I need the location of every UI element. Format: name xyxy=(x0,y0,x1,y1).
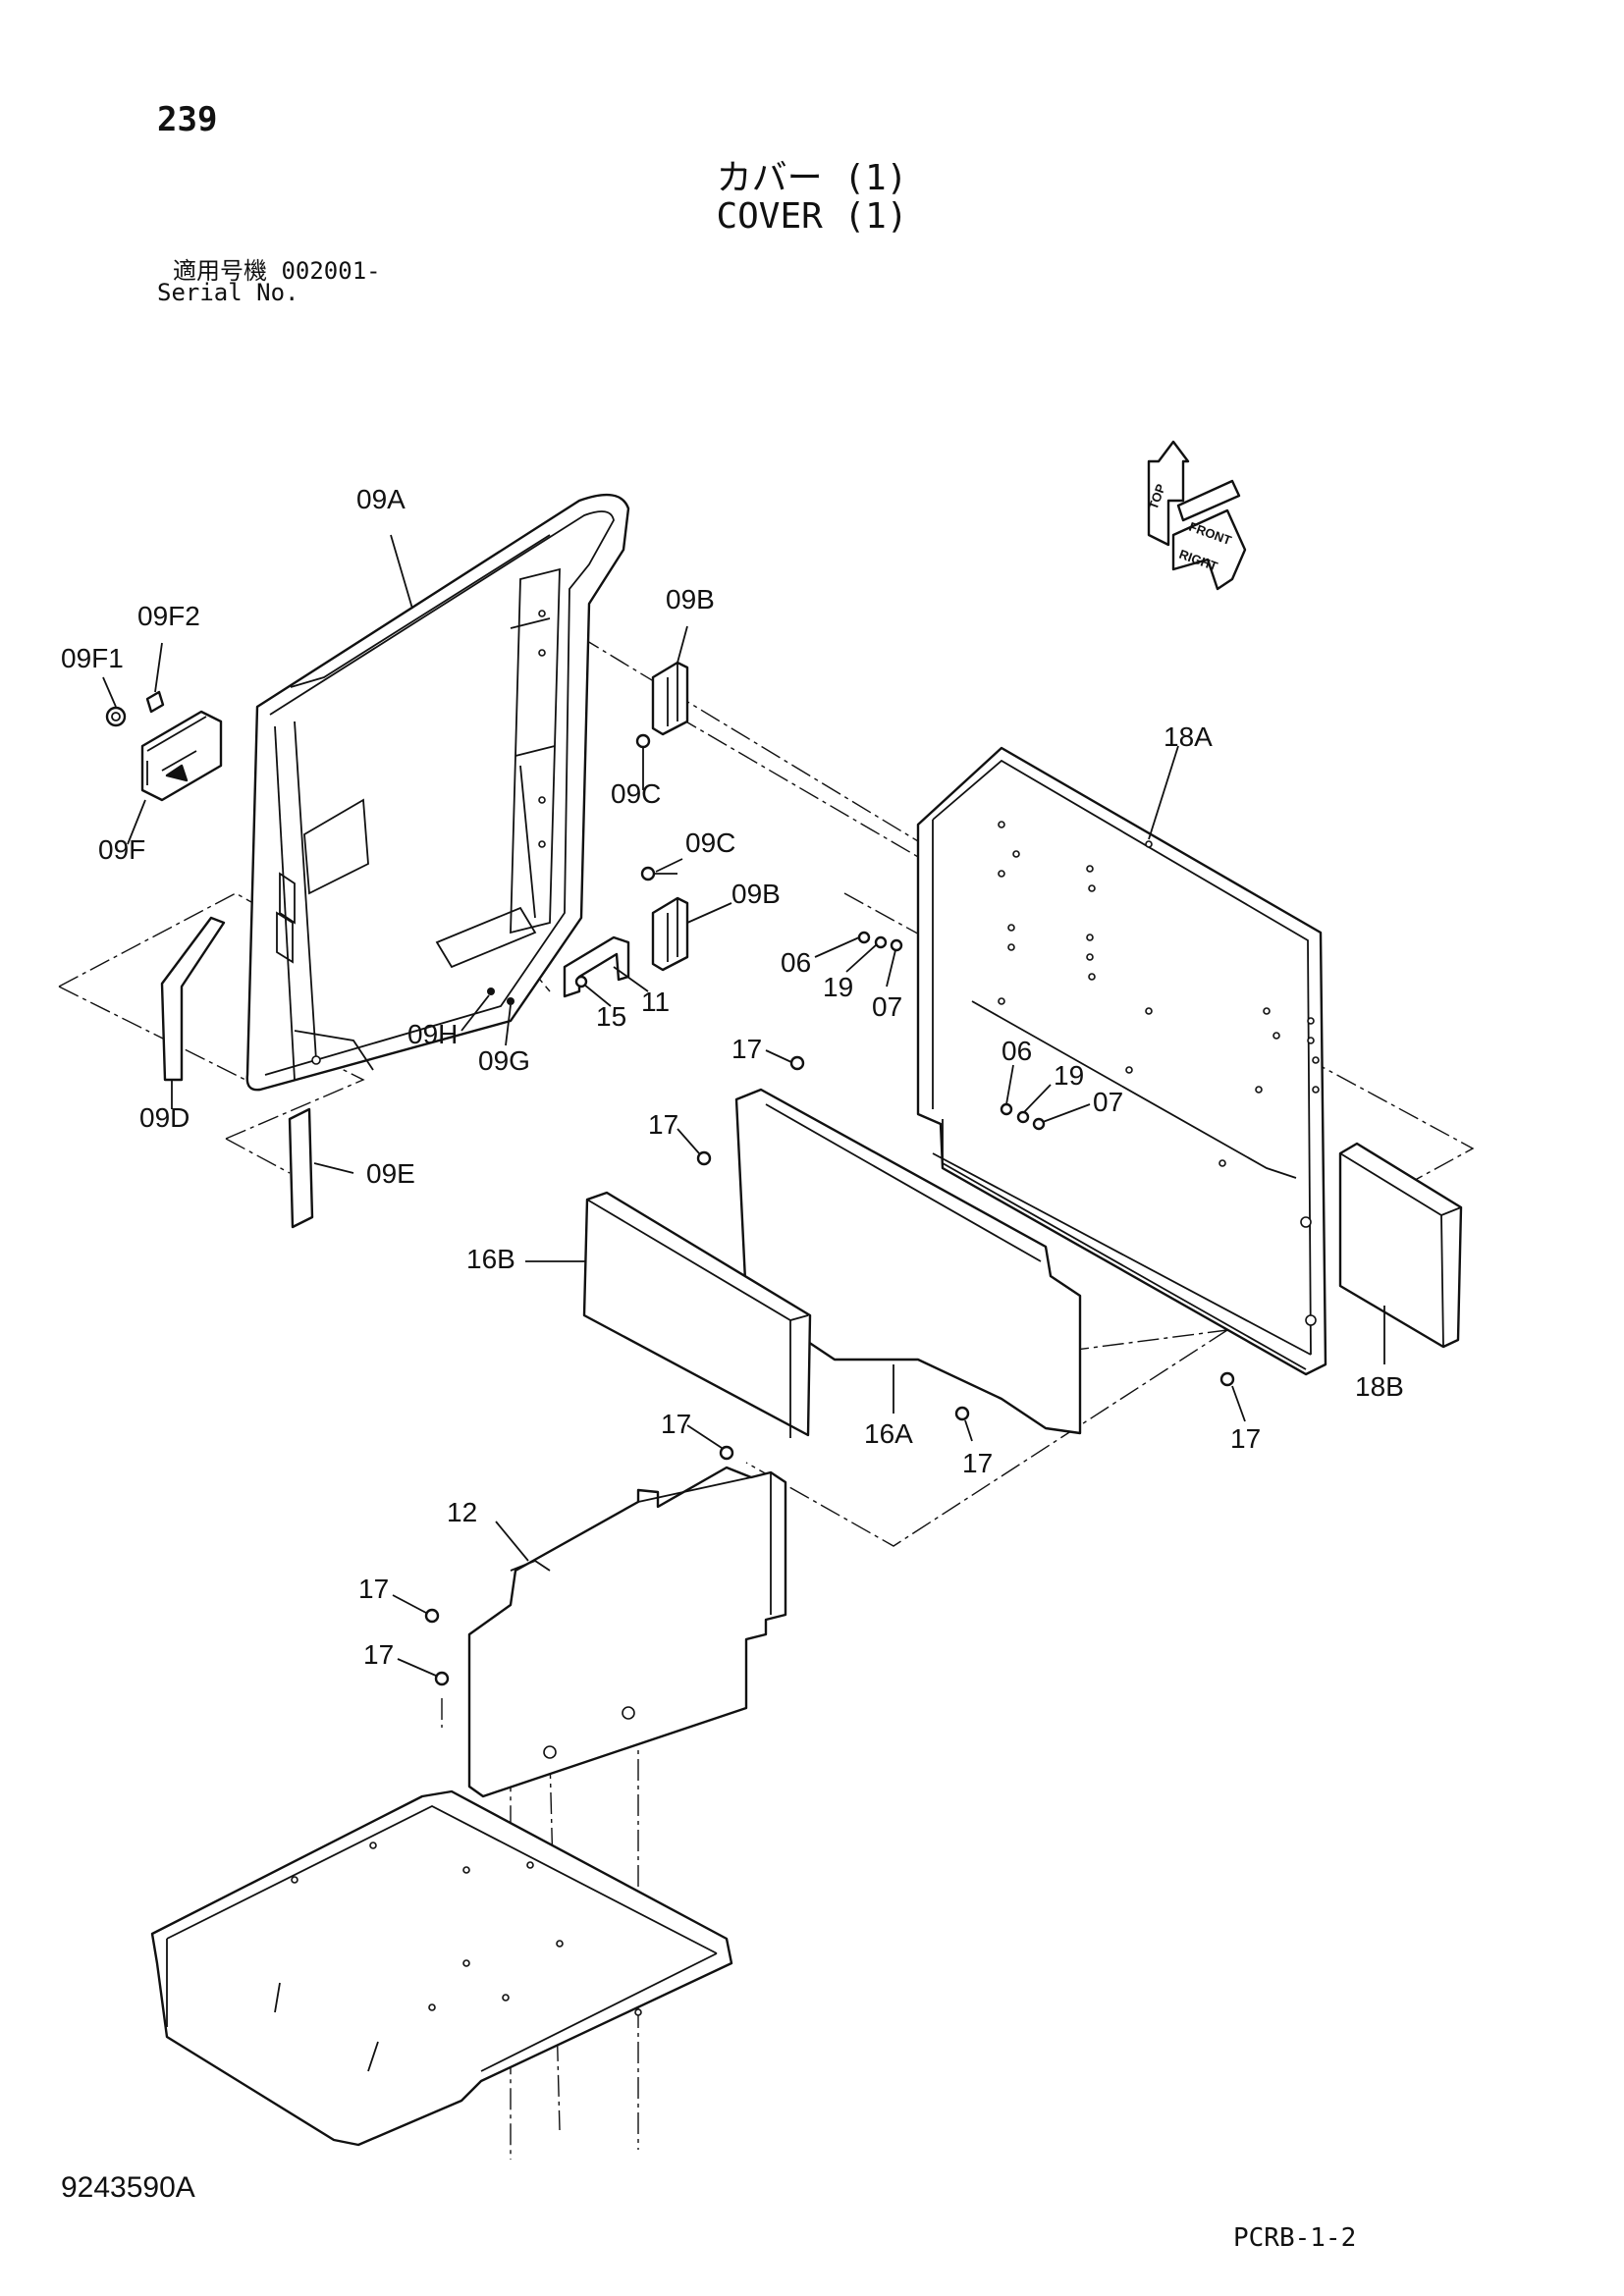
callout-09G: 09G xyxy=(478,1045,530,1076)
callout-09C-lower: 09C xyxy=(685,828,735,858)
callout-06-upper: 06 xyxy=(781,947,811,978)
callout-09B-lower: 09B xyxy=(731,879,781,909)
callout-17-d: 17 xyxy=(1230,1423,1261,1454)
callout-17-g: 17 xyxy=(363,1639,394,1670)
callout-09F1: 09F1 xyxy=(61,643,124,673)
base-plate xyxy=(150,1789,733,2147)
callout-17-a: 17 xyxy=(731,1034,762,1064)
page-title: COVER (1) xyxy=(716,196,908,237)
callout-17-e: 17 xyxy=(661,1409,691,1439)
washers-upper xyxy=(857,931,903,952)
foam-block-16B xyxy=(582,1191,812,1438)
drawing-number: 9243590A xyxy=(61,2171,195,2204)
insulation-16A xyxy=(734,1088,1312,1435)
callout-17-c: 17 xyxy=(962,1448,993,1478)
sheet-code: PCRB-1-2 xyxy=(1233,2223,1357,2253)
serial-number-label: Serial No. xyxy=(157,279,299,306)
callout-09B-upper: 09B xyxy=(666,584,715,614)
fastener-09G xyxy=(507,997,514,1005)
callout-09A: 09A xyxy=(356,484,406,514)
callout-06-lower: 06 xyxy=(1001,1036,1032,1066)
serial-number-label-japanese: 適用号機 002001- xyxy=(173,257,381,285)
page-number: 239 xyxy=(157,100,218,139)
callout-09F2: 09F2 xyxy=(137,601,200,631)
lamp-unit-09F xyxy=(140,710,223,802)
callout-19-lower: 19 xyxy=(1054,1060,1084,1091)
cover-plate-12 xyxy=(467,1466,787,1798)
callout-16A: 16A xyxy=(864,1418,913,1449)
callout-15: 15 xyxy=(596,1001,626,1032)
bolt-15 xyxy=(574,975,588,988)
leader-lines xyxy=(102,534,1385,1677)
callout-09D: 09D xyxy=(139,1102,189,1133)
hinge-09B-upper xyxy=(651,661,689,736)
callout-11: 11 xyxy=(641,987,670,1017)
callout-09E: 09E xyxy=(366,1158,415,1189)
foam-block-18B xyxy=(1338,1142,1463,1349)
callout-labels: 09A 09F2 09F1 09F 09B 09C 09C 09B 09H 09… xyxy=(61,484,1404,1670)
orientation-indicator: TOP FRONT RIGHT xyxy=(1146,440,1247,591)
seal-strip-09E xyxy=(288,1107,314,1229)
callout-07-lower: 07 xyxy=(1093,1087,1123,1117)
bolt-09C-lower xyxy=(640,866,677,881)
callout-07-upper: 07 xyxy=(872,991,902,1022)
bolts-17 xyxy=(424,1055,1235,1686)
page-title-japanese: カバー (1) xyxy=(716,158,908,198)
handle-11 xyxy=(563,935,630,998)
clip-09F2 xyxy=(145,690,165,714)
callout-17-b: 17 xyxy=(648,1109,678,1140)
panel-18A xyxy=(916,746,1327,1376)
callout-18A: 18A xyxy=(1164,721,1213,752)
callout-09C-upper: 09C xyxy=(611,778,661,809)
callout-09F: 09F xyxy=(98,834,145,865)
callout-09H: 09H xyxy=(407,1019,458,1049)
callout-16B: 16B xyxy=(466,1244,515,1274)
door-frame-09A xyxy=(245,493,630,1092)
callout-12: 12 xyxy=(447,1497,477,1527)
callout-18B: 18B xyxy=(1355,1371,1404,1402)
seal-strip-09D xyxy=(160,916,226,1082)
callout-17-f: 17 xyxy=(358,1574,389,1604)
bolt-09C-upper xyxy=(635,733,651,775)
grommet-09F1 xyxy=(105,706,127,727)
callout-19-upper: 19 xyxy=(823,972,853,1002)
hinge-09B-lower xyxy=(651,896,689,972)
fastener-09H xyxy=(487,988,495,995)
